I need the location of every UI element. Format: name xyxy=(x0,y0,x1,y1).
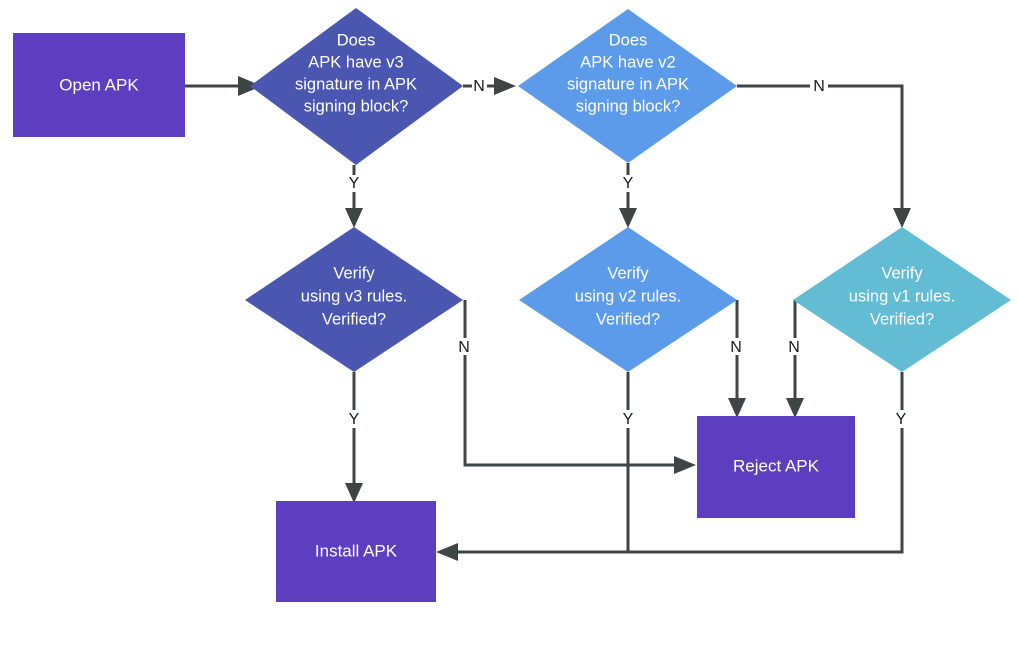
edge-hasv3-yes-to-verifyv3 xyxy=(345,165,363,228)
has-v3-diamond[interactable] xyxy=(250,8,463,165)
arrow-head-icon xyxy=(494,77,516,95)
edge-verifyv1-yes-to-install xyxy=(436,372,904,561)
node-open-apk[interactable]: Open APK xyxy=(13,33,185,137)
install-apk-box[interactable] xyxy=(276,501,436,602)
arrow-head-icon xyxy=(619,208,637,228)
arrow-head-icon xyxy=(436,543,458,561)
arrow-head-icon xyxy=(786,398,804,418)
edge-line xyxy=(828,84,904,210)
edges-layer xyxy=(185,76,911,561)
node-has-v2-signature[interactable]: Does APK have v2 signature in APK signin… xyxy=(518,9,737,163)
arrow-head-icon xyxy=(893,208,911,228)
edge-hasv2-yes-to-verifyv2 xyxy=(619,163,637,228)
edge-labels-layer: N Y N Y N Y N Y N Y xyxy=(349,78,907,428)
edge-verifyv1-no-to-reject xyxy=(786,300,804,418)
node-verify-v1[interactable]: Verify using v1 rules. Verified? xyxy=(793,227,1011,372)
arrow-head-icon xyxy=(728,398,746,418)
edge-verifyv2-no-to-reject xyxy=(728,300,746,418)
edge-label-hasv2-yes: Y xyxy=(623,175,634,192)
edge-label-hasv2-no: N xyxy=(813,78,825,95)
edge-label-verifyv1-no: N xyxy=(788,339,800,356)
verify-v1-diamond[interactable] xyxy=(793,227,1011,372)
edge-hasv2-no-to-verifyv1 xyxy=(737,84,911,228)
edge-label-hasv3-no: N xyxy=(473,78,485,95)
node-verify-v2[interactable]: Verify using v2 rules. Verified? xyxy=(519,227,737,372)
edge-label-verifyv2-no: N xyxy=(730,339,742,356)
edge-label-verifyv2-yes: Y xyxy=(623,411,634,428)
arrow-head-icon xyxy=(674,456,696,474)
edge-label-hasv3-yes: Y xyxy=(349,175,360,192)
node-verify-v3[interactable]: Verify using v3 rules. Verified? xyxy=(245,227,463,372)
node-install-apk[interactable]: Install APK xyxy=(276,501,436,602)
node-has-v3-signature[interactable]: Does APK have v3 signature in APK signin… xyxy=(250,8,463,165)
node-reject-apk[interactable]: Reject APK xyxy=(697,416,855,518)
reject-apk-box[interactable] xyxy=(697,416,855,518)
edge-label-verifyv3-yes: Y xyxy=(349,411,360,428)
edge-label-verifyv1-yes: Y xyxy=(896,411,907,428)
arrow-head-icon xyxy=(345,208,363,228)
edge-label-verifyv3-no: N xyxy=(458,339,470,356)
edge-hasv3-no-to-hasv2 xyxy=(463,77,516,95)
verify-v3-diamond[interactable] xyxy=(245,227,463,372)
edge-verifyv3-no-to-reject xyxy=(463,300,696,474)
edge-line xyxy=(456,428,904,554)
edge-verifyv3-yes-to-install xyxy=(345,372,363,503)
open-apk-box[interactable] xyxy=(13,33,185,137)
edge-line xyxy=(463,355,676,467)
verify-v2-diamond[interactable] xyxy=(519,227,737,372)
arrow-head-icon xyxy=(345,483,363,503)
has-v2-diamond[interactable] xyxy=(518,9,737,163)
